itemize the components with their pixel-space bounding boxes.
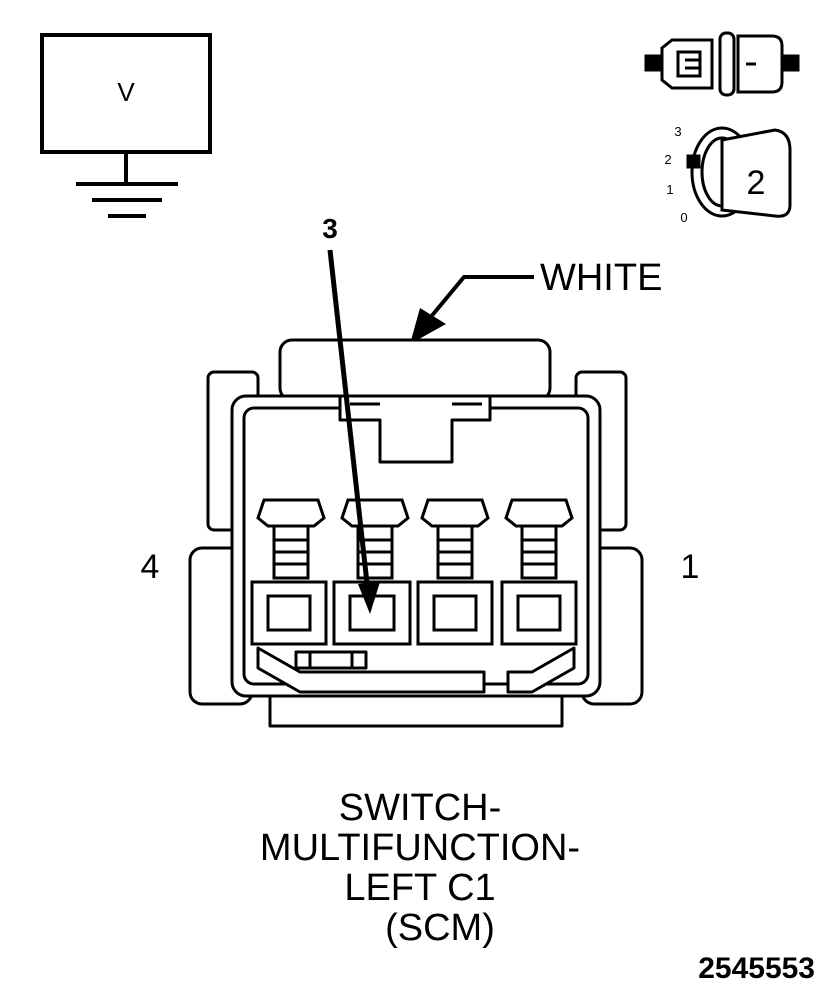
connector-plug-icon <box>644 31 800 97</box>
pin-cavity-2 <box>416 498 494 646</box>
pin-number-left: 4 <box>141 548 160 586</box>
ignition-pos-3: 3 <box>674 124 681 139</box>
ignition-pos-2: 2 <box>664 152 671 167</box>
color-leader-arrow <box>410 275 534 344</box>
caption-line-2: MULTIFUNCTION- <box>259 827 581 869</box>
ignition-selected: 2 <box>747 164 766 202</box>
ignition-pos-0: 0 <box>680 210 687 225</box>
pin-callout-arrow <box>327 249 380 614</box>
callout-pin-number: 3 <box>322 213 338 244</box>
pin-cavity-4 <box>250 498 328 646</box>
caption-line-4: (SCM) <box>385 907 495 949</box>
caption-line-3: LEFT C1 <box>344 867 496 909</box>
connector-caption: SWITCH- MULTIFUNCTION- LEFT C1 (SCM) <box>150 788 690 948</box>
ignition-pos-1: 1 <box>666 182 673 197</box>
pin-number-right: 1 <box>681 548 700 586</box>
pin-cavity-1 <box>500 498 578 646</box>
ignition-key-icon <box>686 126 792 218</box>
caption-line-1: SWITCH- <box>338 787 502 829</box>
figure-id: 2545553 <box>698 952 815 985</box>
connector-color-label: WHITE <box>540 257 662 299</box>
voltmeter-ground-icon <box>40 33 212 218</box>
meter-symbol: V <box>117 77 135 107</box>
connector-body <box>188 338 644 728</box>
